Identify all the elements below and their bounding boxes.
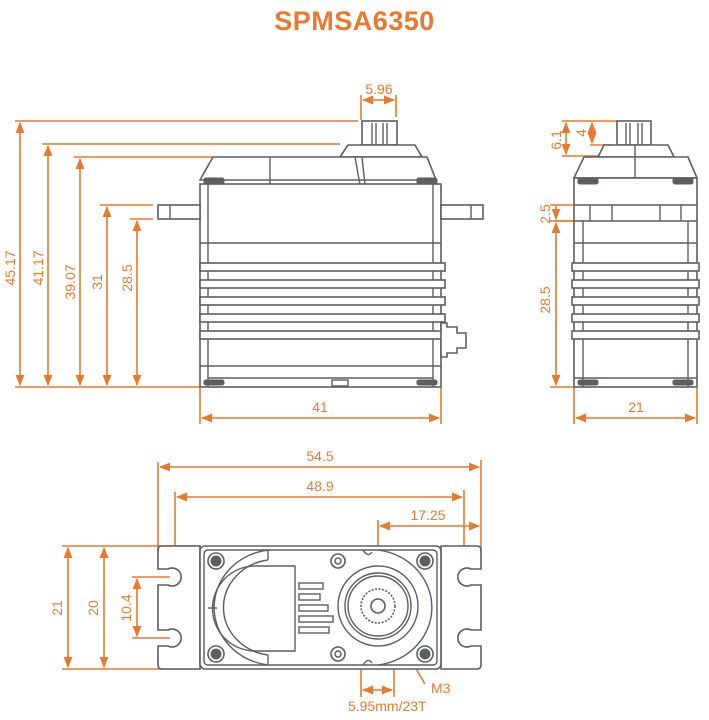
dim-overall-width: 21 bbox=[49, 600, 65, 616]
servo-top-body bbox=[157, 545, 482, 670]
dim-spline-top: 4 bbox=[573, 129, 589, 137]
dim-output-offset: 17.25 bbox=[410, 507, 445, 523]
dim-height-39-07: 39.07 bbox=[62, 264, 78, 299]
dim-mount-hole-spacing: 48.9 bbox=[306, 478, 333, 494]
dim-flange-width: 20 bbox=[85, 600, 101, 616]
dim-flange-to-bottom: 28.5 bbox=[537, 286, 553, 313]
front-view: 45.17 41.17 39.07 31 28.5 5.96 41 bbox=[2, 81, 484, 424]
side-view: 6.1 4 2.5 28.5 21 bbox=[537, 120, 700, 424]
dim-width-41: 41 bbox=[312, 399, 328, 415]
dim-hole-spacing: 10.4 bbox=[118, 594, 134, 621]
dim-height-31: 31 bbox=[89, 274, 105, 290]
dim-spline-height: 6.1 bbox=[548, 130, 564, 150]
dim-side-width: 21 bbox=[628, 399, 644, 415]
output-spline-front bbox=[361, 120, 398, 146]
dim-screw-label: M3 bbox=[431, 680, 451, 696]
dim-height-41-17: 41.17 bbox=[30, 250, 46, 285]
dim-spline-width: 5.96 bbox=[365, 81, 392, 97]
servo-side-body bbox=[571, 120, 700, 388]
servo-front-body bbox=[157, 120, 484, 388]
dim-height-45-17: 45.17 bbox=[2, 250, 18, 285]
dim-overall-length: 54.5 bbox=[306, 448, 333, 464]
top-view: 54.5 48.9 17.25 21 20 10.4 5.95mm/23T M3 bbox=[49, 448, 482, 714]
dim-flange-thickness: 2.5 bbox=[537, 204, 553, 224]
model-title: SPMSA6350 bbox=[274, 6, 435, 36]
dim-spline-spec: 5.95mm/23T bbox=[348, 698, 427, 714]
dim-height-28-5: 28.5 bbox=[119, 264, 135, 291]
